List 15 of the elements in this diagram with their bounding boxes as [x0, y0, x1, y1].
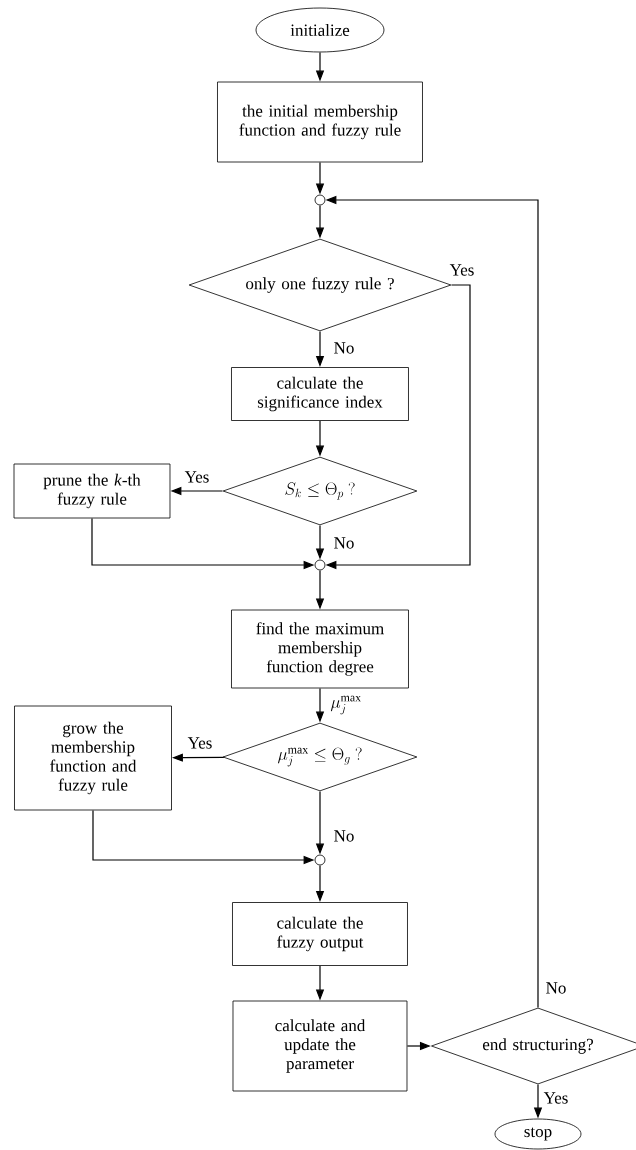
edge-label: No — [332, 829, 356, 843]
edge-label: No — [332, 536, 356, 550]
process-box: calculate the fuzzy output — [232, 902, 408, 966]
process-box: calculate the significance index — [231, 367, 409, 421]
edge-label: Yes — [186, 736, 214, 750]
process-box: grow the membership function and fuzzy rule — [14, 705, 172, 811]
process-box: find the maximum membership function degree — [231, 609, 409, 689]
process-box: calculate and update the parameter — [232, 1000, 408, 1092]
edge-label: $\mu_{j}^{\mathrm{max}}$ — [329, 694, 363, 716]
process-box: the initial membership function and fuzzy rule — [217, 81, 423, 163]
process-box: prune the k-th fuzzy rule — [13, 463, 171, 519]
edge-label: No — [332, 341, 356, 355]
edge-label: Yes — [183, 470, 211, 484]
edge-label: No — [544, 981, 568, 995]
edge-label: Yes — [542, 1091, 570, 1105]
